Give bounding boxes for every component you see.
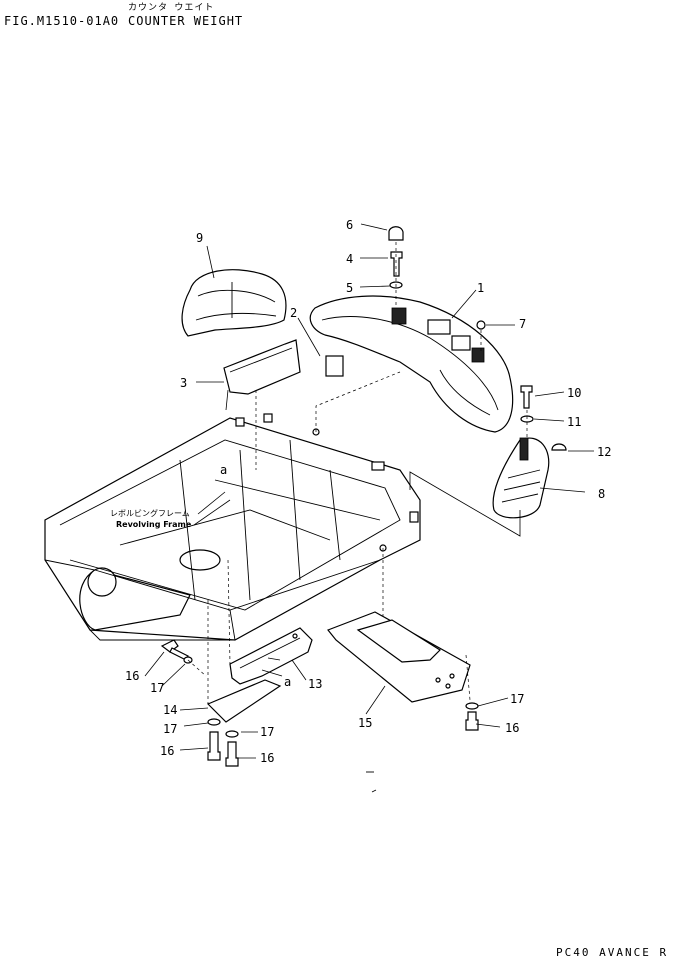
revolving-frame (44, 413, 421, 641)
part-4-bolt (390, 251, 403, 277)
callout-10: 10 (567, 386, 581, 400)
callout-17-a: 17 (150, 681, 164, 695)
frame-label-jp: レボルビングフレーム (110, 508, 190, 518)
callout-17-c: 17 (260, 725, 274, 739)
part-13-bracket (229, 627, 313, 685)
callout-11: 11 (567, 415, 581, 429)
callout-17-d: 17 (510, 692, 524, 706)
callout-14: 14 (163, 703, 177, 717)
part-15-under-cover (327, 611, 471, 703)
callout-16-d: 16 (505, 721, 519, 735)
part-8-side-cover (492, 437, 550, 519)
part-6-cap (388, 226, 404, 241)
callout-16-c: 16 (260, 751, 274, 765)
callout-15: 15 (358, 716, 372, 730)
figure-id: FIG.M1510-01A0 (4, 14, 120, 28)
dashed-guides (187, 242, 528, 704)
frame-label-en: Revolving Frame (116, 520, 192, 529)
callout-12: 12 (597, 445, 611, 459)
footer-model-code: PC40 AVANCE R (556, 946, 669, 959)
callout-7: 7 (519, 317, 526, 331)
callout-4: 4 (346, 252, 353, 266)
marker-a-bottom: a (284, 675, 291, 689)
part-1-counterweight (309, 295, 514, 433)
callout-16-b: 16 (160, 744, 174, 758)
callout-17-b: 17 (163, 722, 177, 736)
part-12-cap (551, 443, 567, 451)
part-14-plate (206, 679, 282, 723)
part-10-bolt (520, 385, 533, 409)
part-9-rear-cover (181, 269, 287, 337)
callout-6: 6 (346, 218, 353, 232)
title-japanese: カウンタ ウエイト (128, 3, 215, 13)
callout-5: 5 (346, 281, 353, 295)
part-2-plate (325, 355, 344, 377)
leader-lines (144, 223, 594, 759)
callout-13: 13 (308, 677, 322, 691)
callout-9: 9 (196, 231, 203, 245)
callout-labels: 1 2 3 4 5 6 7 8 9 10 11 12 13 14 15 16 1… (125, 218, 611, 765)
marker-a-top: a (220, 463, 227, 477)
part-7-cap (476, 320, 486, 330)
callout-1: 1 (477, 281, 484, 295)
callout-8: 8 (598, 487, 605, 501)
callout-2: 2 (290, 306, 297, 320)
part-3-bracket (223, 339, 301, 395)
title-english: COUNTER WEIGHT (128, 14, 244, 28)
callout-3: 3 (180, 376, 187, 390)
callout-16-a: 16 (125, 669, 139, 683)
